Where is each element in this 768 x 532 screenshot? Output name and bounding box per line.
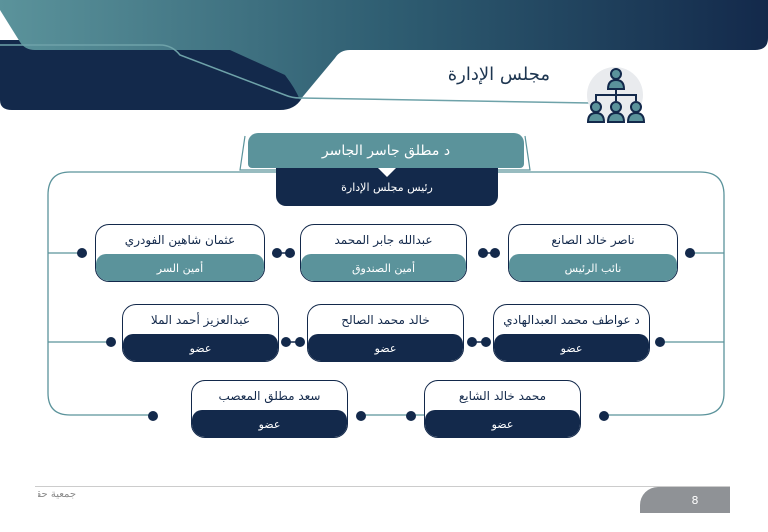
member-name: د عواطف محمد العبدالهادي	[503, 312, 640, 327]
chairman-name: د مطلق جاسر الجاسر	[248, 133, 524, 168]
member-card: عبدالله جابر المحمد أمين الصندوق	[300, 224, 467, 282]
header-gradient-band	[0, 0, 768, 100]
member-role: أمين السر	[96, 254, 264, 281]
connector-dot	[295, 337, 305, 347]
member-name: عبدالعزيز أحمد الملا	[150, 312, 251, 327]
connector-dot	[467, 337, 477, 347]
connector-dot	[285, 248, 295, 258]
member-card: عثمان شاهين الفودري أمين السر	[95, 224, 265, 282]
member-card: محمد خالد الشايع عضو	[424, 380, 581, 438]
member-card: ناصر خالد الصانع نائب الرئيس	[508, 224, 678, 282]
member-role: عضو	[425, 410, 580, 437]
member-name: عبدالله جابر المحمد	[334, 232, 433, 247]
organization-logo: جمعية حقوق الإنسان	[38, 489, 76, 500]
member-name: محمد خالد الشايع	[458, 388, 547, 403]
connector-dot	[490, 248, 500, 258]
connector-dot	[599, 411, 609, 421]
connector-dot	[106, 337, 116, 347]
member-card: د عواطف محمد العبدالهادي عضو	[493, 304, 650, 362]
connector-dot	[281, 337, 291, 347]
header-line	[0, 44, 591, 104]
down-arrow-icon	[378, 168, 396, 177]
member-role: نائب الرئيس	[509, 254, 677, 281]
member-role: أمين الصندوق	[301, 254, 466, 281]
page-number: 8	[640, 487, 730, 513]
connector-dot	[478, 248, 488, 258]
connector-dot	[406, 411, 416, 421]
page-title: مجلس الإدارة	[447, 64, 550, 85]
member-card: عبدالعزيز أحمد الملا عضو	[122, 304, 279, 362]
member-name: خالد محمد الصالح	[341, 312, 430, 327]
connector-dot	[356, 411, 366, 421]
member-name: عثمان شاهين الفودري	[124, 232, 236, 247]
footer-divider	[35, 486, 730, 487]
connector-dot	[148, 411, 158, 421]
member-name: سعد مطلق المعصب	[218, 388, 321, 403]
member-role: عضو	[192, 410, 347, 437]
member-card: سعد مطلق المعصب عضو	[191, 380, 348, 438]
member-name: ناصر خالد الصانع	[551, 232, 635, 247]
connector-dot	[77, 248, 87, 258]
org-frame	[47, 171, 725, 416]
member-role: عضو	[308, 334, 463, 361]
org-chart-icon	[586, 68, 646, 123]
member-role: عضو	[494, 334, 649, 361]
connector-dot	[655, 337, 665, 347]
connector-dot	[481, 337, 491, 347]
member-card: خالد محمد الصالح عضو	[307, 304, 464, 362]
connector-dot	[685, 248, 695, 258]
connector-dot	[272, 248, 282, 258]
member-role: عضو	[123, 334, 278, 361]
